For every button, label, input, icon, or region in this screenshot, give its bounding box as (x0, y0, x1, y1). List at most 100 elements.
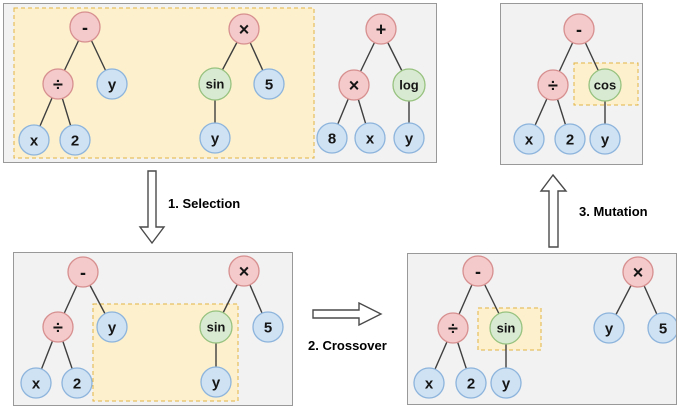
node-label: y (605, 320, 614, 337)
tree-node: - (67, 256, 99, 288)
node-label: - (80, 262, 86, 282)
node-label: sin (207, 320, 226, 335)
tree-node: y (96, 68, 128, 100)
node-label: × (349, 75, 360, 95)
node-circle (563, 13, 595, 45)
tree-node: log (392, 68, 426, 102)
selected-parents-trees: - ÷ y x 2 × si (20, 255, 284, 402)
tree-node: 2 (455, 367, 487, 399)
node-circle (622, 256, 654, 288)
tree-node: × (622, 256, 654, 288)
node-label: ÷ (548, 75, 558, 95)
node-circle (200, 366, 232, 398)
panel-crossover-offspring: - ÷ sin x 2 y (407, 253, 677, 405)
tree-node: × (338, 69, 370, 101)
node-circle (198, 67, 232, 101)
node-circle (365, 13, 397, 45)
node-label: - (82, 17, 88, 37)
node-label: sin (497, 321, 516, 336)
tree-node: y (393, 122, 425, 154)
node-label: x (366, 130, 375, 147)
node-label: 2 (71, 132, 79, 149)
node-label: x (425, 375, 434, 392)
node-label: ÷ (53, 317, 63, 337)
node-label: y (601, 131, 610, 148)
tree-node: 2 (61, 367, 93, 399)
node-circle (462, 255, 494, 287)
tree-node: y (199, 122, 231, 154)
node-label: 5 (264, 319, 272, 336)
node-circle (437, 312, 469, 344)
node-circle (67, 256, 99, 288)
node-label: + (376, 19, 387, 39)
node-label: - (576, 19, 582, 39)
node-circle (96, 68, 128, 100)
tree-node: ÷ (537, 69, 569, 101)
node-circle (354, 122, 386, 154)
tree-node: 8 (316, 122, 348, 154)
node-label: × (239, 261, 250, 281)
node-circle (253, 68, 285, 100)
tree-node: 2 (59, 124, 91, 156)
node-label: x (30, 132, 39, 149)
initial-population-trees: - ÷ y x 2 × si (13, 7, 426, 159)
tree-node: - (563, 13, 595, 45)
node-label: × (633, 262, 644, 282)
tree-node: sin (489, 311, 523, 345)
node-circle (589, 123, 621, 155)
tree-node: cos (588, 68, 622, 102)
node-circle (513, 123, 545, 155)
tree-node: + (365, 13, 397, 45)
node-circle (537, 69, 569, 101)
crossover-arrow (312, 301, 383, 327)
tree-node: - (462, 255, 494, 287)
panel-initial-population: - ÷ y x 2 × si (3, 3, 437, 163)
node-circle (228, 13, 260, 45)
mutation-arrow (539, 173, 568, 248)
tree-node: y (96, 311, 128, 343)
tree-node: × (228, 255, 260, 287)
node-label: y (212, 374, 221, 391)
node-label: x (32, 375, 41, 392)
node-label: y (502, 375, 511, 392)
node-circle (338, 69, 370, 101)
node-label: × (239, 19, 250, 39)
selection-arrow (138, 170, 166, 245)
tree-node: 5 (647, 312, 676, 344)
node-label: y (108, 319, 117, 336)
mutated-offspring-tree: - ÷ cos x 2 y (513, 13, 639, 155)
node-circle (42, 311, 74, 343)
tree-node: x (413, 367, 445, 399)
node-circle (316, 122, 348, 154)
node-label: cos (594, 78, 616, 93)
node-circle (490, 367, 522, 399)
tree-node: y (200, 366, 232, 398)
tree-node: y (490, 367, 522, 399)
panel-mutated-offspring: - ÷ cos x 2 y (500, 3, 643, 165)
tree-node: 2 (554, 123, 586, 155)
tree-node: y (593, 312, 625, 344)
node-circle (413, 367, 445, 399)
node-label: 5 (659, 320, 667, 337)
tree-node: ÷ (42, 311, 74, 343)
node-circle (393, 122, 425, 154)
panel-selected-parents: - ÷ y x 2 × si (13, 252, 293, 406)
node-label: - (475, 261, 481, 281)
node-label: sin (206, 77, 225, 92)
tree-node: y (589, 123, 621, 155)
node-circle (69, 11, 101, 43)
tree-node: x (513, 123, 545, 155)
tree-node: ÷ (437, 312, 469, 344)
crossover-offspring-trees: - ÷ sin x 2 y (413, 255, 676, 399)
node-label: y (405, 130, 414, 147)
mutation-step-label: 3. Mutation (579, 204, 648, 219)
node-circle (593, 312, 625, 344)
crossover-step-label: 2. Crossover (308, 338, 387, 353)
node-circle (18, 124, 50, 156)
tree-node: × (228, 13, 260, 45)
node-circle (96, 311, 128, 343)
node-circle (199, 310, 233, 344)
node-label: y (211, 130, 220, 147)
tree-node: ÷ (42, 68, 74, 100)
tree-node: 5 (253, 68, 285, 100)
